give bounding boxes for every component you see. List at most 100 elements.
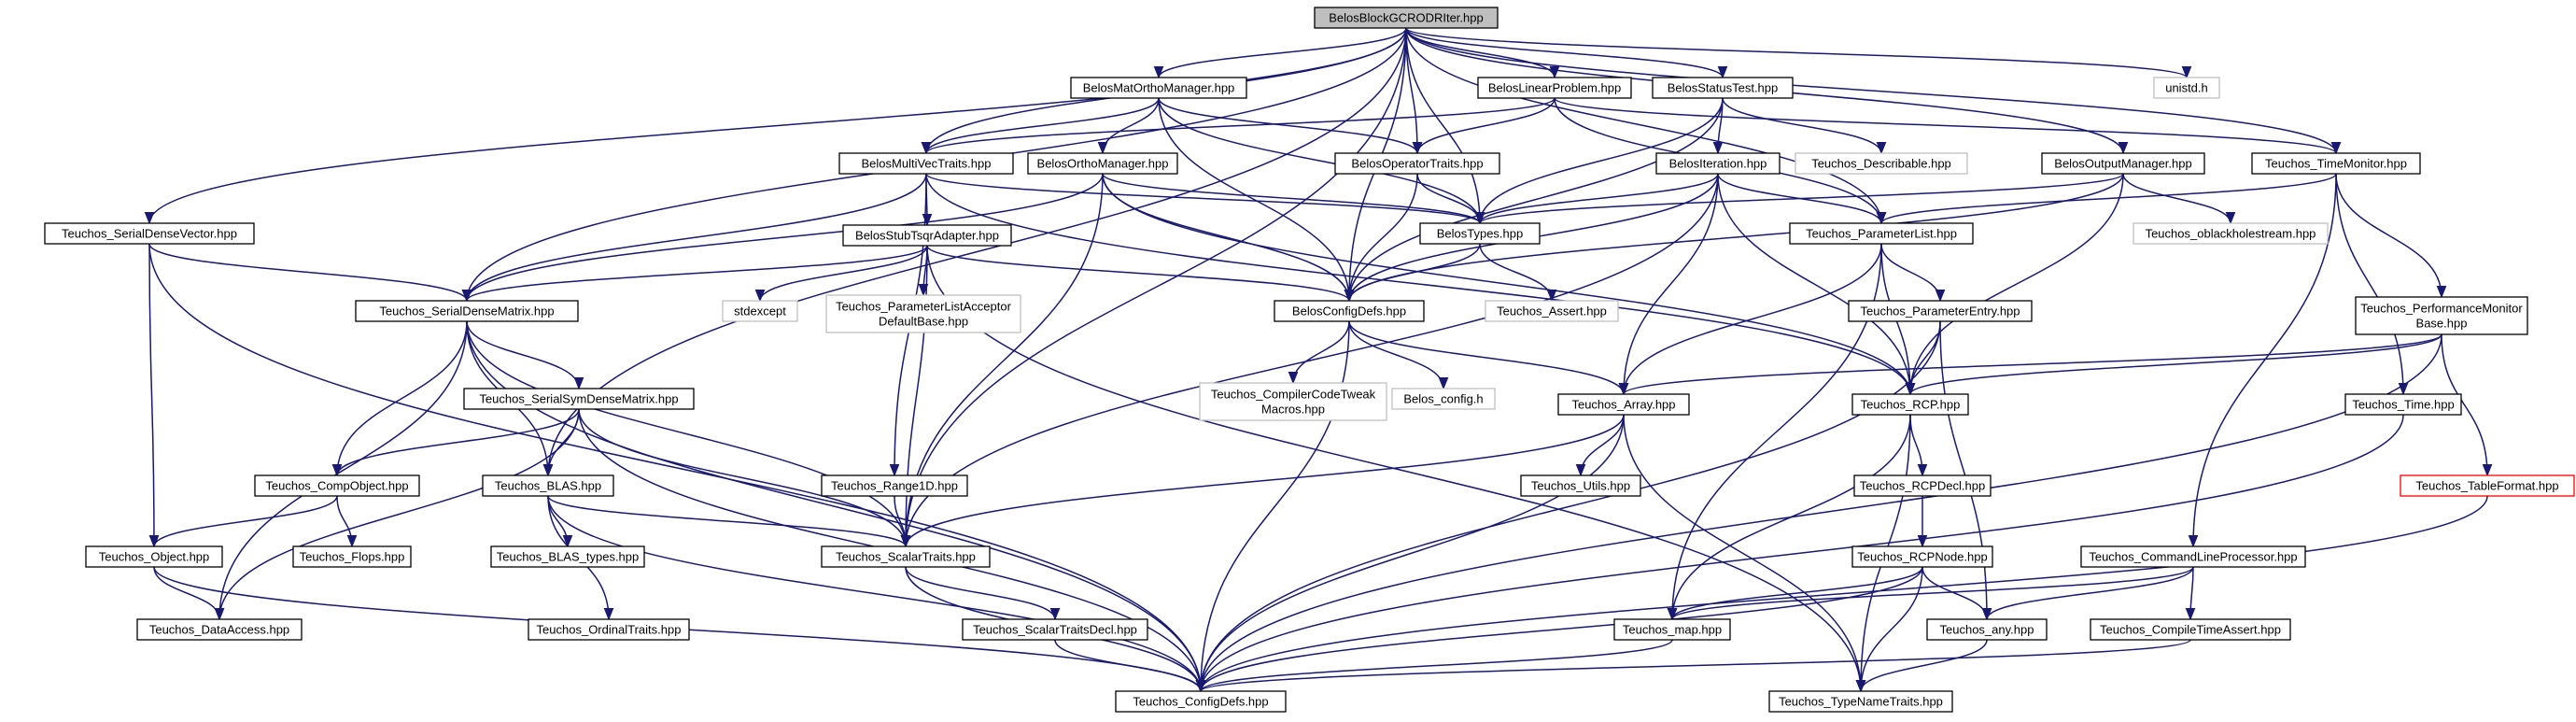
edge-belosoperatortraits-hpp-to-belosconfigdefs-hpp xyxy=(1344,173,1418,303)
node-teuchos-scalartraits-hpp[interactable]: Teuchos_ScalarTraits.hpp xyxy=(821,545,991,568)
node-box xyxy=(2355,296,2528,335)
node-teuchos-tableformat-hpp[interactable]: Teuchos_TableFormat.hpp xyxy=(2400,474,2575,497)
node-teuchos-commandlineprocessor-hpp[interactable]: Teuchos_CommandLineProcessor.hpp xyxy=(2080,545,2306,568)
edge-teuchos-performancemonitorbase-hpp-to-teuchos-tableformat-hpp xyxy=(2441,333,2493,477)
edge-teuchos-rcpnode-hpp-to-teuchos-typenametraits-hpp xyxy=(1855,566,1923,693)
node-teuchos-serialdensematrix-hpp[interactable]: Teuchos_SerialDenseMatrix.hpp xyxy=(355,300,579,322)
node-beloslinearproblem-hpp[interactable]: BelosLinearProblem.hpp xyxy=(1477,77,1632,99)
node-teuchos-configdefs-hpp[interactable]: Teuchos_ConfigDefs.hpp xyxy=(1115,690,1287,713)
node-label: Teuchos_Utils.hpp xyxy=(1531,479,1630,493)
node-teuchos-rcpnode-hpp[interactable]: Teuchos_RCPNode.hpp xyxy=(1851,545,1993,568)
edge-belosconfigdefs-hpp-to-teuchos-configdefs-hpp xyxy=(1195,320,1350,693)
node-teuchos-compiletimeassert-hpp[interactable]: Teuchos_CompileTimeAssert.hpp xyxy=(2090,618,2291,641)
node-belosorthomanager-hpp[interactable]: BelosOrthoManager.hpp xyxy=(1027,152,1178,175)
node-label: Teuchos_CommandLineProcessor.hpp xyxy=(2089,550,2297,564)
node-teuchos-rcpdecl-hpp[interactable]: Teuchos_RCPDecl.hpp xyxy=(1853,474,1992,497)
node-label: Teuchos_Array.hpp xyxy=(1571,398,1675,412)
edge-teuchos-serialdensematrix-hpp-to-teuchos-compobject-hpp xyxy=(331,320,468,477)
node-label: Teuchos_BLAS_types.hpp xyxy=(497,550,640,564)
edge-belosconfigdefs-hpp-to-teuchos-compilercodetweakmacros-hpp xyxy=(1288,320,1350,385)
node-teuchos-serialdensevector-hpp[interactable]: Teuchos_SerialDenseVector.hpp xyxy=(44,222,255,245)
node-stdexcept: stdexcept xyxy=(722,300,798,322)
node-belosmultivectraits-hpp[interactable]: BelosMultiVecTraits.hpp xyxy=(838,152,1014,175)
node-belosmatorthomanager-hpp[interactable]: BelosMatOrthoManager.hpp xyxy=(1070,77,1247,99)
node-teuchos-scalartraitsdecl-hpp[interactable]: Teuchos_ScalarTraitsDecl.hpp xyxy=(962,618,1148,641)
node-label: Base.hpp xyxy=(2416,317,2468,331)
node-teuchos-utils-hpp[interactable]: Teuchos_Utils.hpp xyxy=(1520,474,1641,497)
edge-belosblockgcrodriter-hpp-to-teuchos-parameterlist-hpp xyxy=(1405,27,1887,225)
node-teuchos-timemonitor-hpp[interactable]: Teuchos_TimeMonitor.hpp xyxy=(2251,152,2421,175)
node-teuchos-dataaccess-hpp[interactable]: Teuchos_DataAccess.hpp xyxy=(136,618,303,641)
edge-belosconfigdefs-hpp-to-belos-config-h xyxy=(1348,320,1449,390)
edge-teuchos-time-hpp-to-teuchos-configdefs-hpp xyxy=(1195,414,2404,693)
node-label: Teuchos_CompileTimeAssert.hpp xyxy=(2100,623,2281,637)
edge-belosmatorthomanager-hpp-to-belosmultivectraits-hpp xyxy=(921,97,1160,155)
node-belosconfigdefs-hpp[interactable]: BelosConfigDefs.hpp xyxy=(1274,300,1425,322)
node-box xyxy=(1652,77,1794,99)
node-box xyxy=(482,474,614,497)
node-teuchos-flops-hpp[interactable]: Teuchos_Flops.hpp xyxy=(292,545,412,568)
node-label: Teuchos_ParameterList.hpp xyxy=(1806,227,1957,241)
node-box xyxy=(355,300,579,322)
node-label: Teuchos_PerformanceMonitor xyxy=(2360,302,2523,316)
node-teuchos-parameterlist-hpp[interactable]: Teuchos_ParameterList.hpp xyxy=(1789,222,1974,245)
node-belosoperatortraits-hpp[interactable]: BelosOperatorTraits.hpp xyxy=(1334,152,1500,175)
node-teuchos-array-hpp[interactable]: Teuchos_Array.hpp xyxy=(1557,393,1690,416)
node-belosoutputmanager-hpp[interactable]: BelosOutputManager.hpp xyxy=(2041,152,2205,175)
edge-teuchos-object-hpp-to-teuchos-dataaccess-hpp xyxy=(153,566,225,621)
node-belositeration-hpp[interactable]: BelosIteration.hpp xyxy=(1655,152,1781,175)
edge-teuchos-serialdensevector-hpp-to-teuchos-object-hpp xyxy=(148,243,160,548)
node-box xyxy=(44,222,255,245)
node-teuchos-rcp-hpp[interactable]: Teuchos_RCP.hpp xyxy=(1851,393,1969,416)
node-teuchos-map-hpp[interactable]: Teuchos_map.hpp xyxy=(1613,618,1731,641)
node-box xyxy=(1768,690,1953,713)
node-box xyxy=(1391,388,1496,410)
node-box xyxy=(2090,618,2291,641)
edge-belosmatorthomanager-hpp-to-belosoperatortraits-hpp xyxy=(1158,97,1423,155)
edge-teuchos-timemonitor-hpp-to-teuchos-parameterlist-hpp xyxy=(1876,173,2337,225)
edge-teuchos-parameterlist-hpp-to-teuchos-parameterentry-hpp xyxy=(1880,243,1946,303)
node-teuchos-blas-hpp[interactable]: Teuchos_BLAS.hpp xyxy=(482,474,614,497)
node-label: Teuchos_Object.hpp xyxy=(99,550,210,564)
edge-teuchos-range1d-hpp-to-teuchos-scalartraits-hpp xyxy=(894,495,911,548)
node-teuchos-time-hpp[interactable]: Teuchos_Time.hpp xyxy=(2344,393,2462,416)
edge-teuchos-timemonitor-hpp-to-teuchos-time-hpp xyxy=(2335,173,2409,396)
node-teuchos-typenametraits-hpp[interactable]: Teuchos_TypeNameTraits.hpp xyxy=(1768,690,1953,713)
node-belosblockgcrodriter-hpp[interactable]: BelosBlockGCRODRIter.hpp xyxy=(1314,7,1499,29)
edge-belosmultivectraits-hpp-to-teuchos-rcp-hpp xyxy=(925,173,1916,396)
node-label: Teuchos_SerialSymDenseMatrix.hpp xyxy=(479,392,678,406)
node-label: stdexcept xyxy=(734,304,786,319)
edge-teuchos-rcpnode-hpp-to-teuchos-map-hpp xyxy=(1667,566,1923,621)
node-teuchos-compobject-hpp[interactable]: Teuchos_CompObject.hpp xyxy=(254,474,420,497)
node-teuchos-parameterentry-hpp[interactable]: Teuchos_ParameterEntry.hpp xyxy=(1848,300,2033,322)
node-teuchos-blas-types-hpp[interactable]: Teuchos_BLAS_types.hpp xyxy=(490,545,645,568)
edge-belositeration-hpp-to-teuchos-scalartraits-hpp xyxy=(900,173,1719,548)
node-box xyxy=(2153,77,2220,99)
edge-belosstubtsqradapter-hpp-to-belosconfigdefs-hpp xyxy=(926,245,1355,303)
node-box xyxy=(2400,474,2575,497)
node-label: Teuchos_OrdinalTraits.hpp xyxy=(537,623,682,637)
edge-teuchos-serialsymdensematrix-hpp-to-teuchos-blas-hpp xyxy=(542,408,580,477)
node-teuchos-any-hpp[interactable]: Teuchos_any.hpp xyxy=(1926,618,2048,641)
edge-teuchos-compiletimeassert-hpp-to-teuchos-configdefs-hpp xyxy=(1196,639,2191,693)
node-label: Teuchos_ParameterEntry.hpp xyxy=(1860,304,2020,319)
node-teuchos-range1d-hpp[interactable]: Teuchos_Range1D.hpp xyxy=(821,474,968,497)
node-teuchos-assert-hpp: Teuchos_Assert.hpp xyxy=(1485,300,1619,322)
node-label: Teuchos_ScalarTraitsDecl.hpp xyxy=(973,623,1137,637)
node-belosstatustest-hpp[interactable]: BelosStatusTest.hpp xyxy=(1652,77,1794,99)
node-belostypes-hpp[interactable]: BelosTypes.hpp xyxy=(1419,222,1541,245)
node-label: Teuchos_any.hpp xyxy=(1940,623,2034,637)
edge-teuchos-commandlineprocessor-hpp-to-teuchos-any-hpp xyxy=(1981,566,2194,621)
node-box xyxy=(1851,393,1969,416)
node-belosstubtsqradapter-hpp[interactable]: BelosStubTsqrAdapter.hpp xyxy=(842,224,1012,247)
node-teuchos-parameterlistacceptordefaultbase-hpp: Teuchos_ParameterListAcceptorDefaultBase… xyxy=(825,294,1021,333)
node-teuchos-ordinaltraits-hpp[interactable]: Teuchos_OrdinalTraits.hpp xyxy=(528,618,690,641)
node-label: Teuchos_ScalarTraits.hpp xyxy=(836,550,976,564)
node-box xyxy=(1115,690,1287,713)
node-box xyxy=(1926,618,2048,641)
node-teuchos-object-hpp[interactable]: Teuchos_Object.hpp xyxy=(85,545,223,568)
node-label: Teuchos_Flops.hpp xyxy=(300,550,405,564)
node-teuchos-serialsymdensematrix-hpp[interactable]: Teuchos_SerialSymDenseMatrix.hpp xyxy=(463,388,695,410)
